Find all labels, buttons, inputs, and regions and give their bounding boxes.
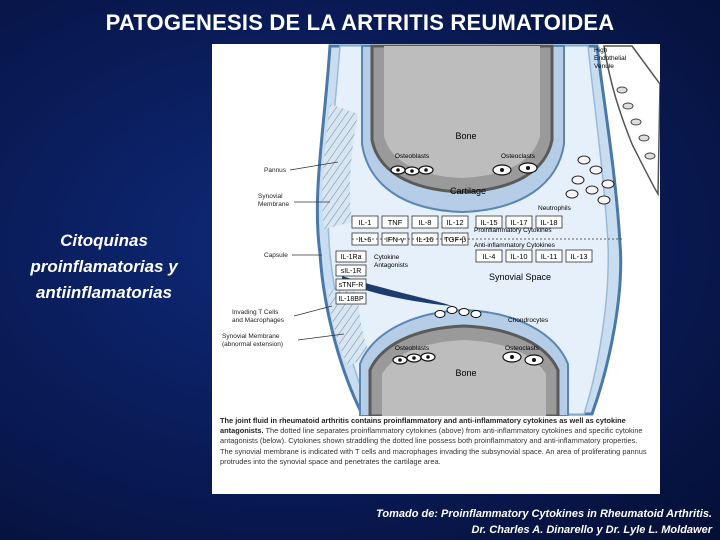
cytokine-label: IL-8	[419, 218, 432, 227]
chondrocytes-label: Chondrocytes	[508, 317, 549, 324]
cytokine-label: IL-11	[541, 252, 558, 261]
pannus-label: Pannus	[264, 167, 287, 174]
antagonist-label: sIL-1R	[341, 268, 362, 275]
side-caption: Citoquinas proinflamatorias y antiinflam…	[4, 228, 204, 306]
antiinflammatory-row: IL-4 IL-10 IL-11 IL-13	[475, 249, 593, 263]
vessel-label: High Endothelial Venule	[594, 47, 628, 70]
source-credit: Tomado de: Proinflammatory Cytokines in …	[272, 506, 712, 538]
chondrocytes-cells	[434, 306, 482, 318]
synovial-membrane-abnormal-label: Synovial Membrane (abnormal extension)	[222, 333, 283, 348]
antagonists-column: IL-1Ra sIL-1R sTNF-R IL-18BP	[335, 250, 367, 305]
cytokine-label: TGF-β	[444, 235, 466, 244]
joint-diagram: IL-1 TNF IL-8 IL-12 IL-15 IL-17 IL-18 IL…	[222, 44, 660, 416]
cytokine-label: TNF	[388, 218, 403, 227]
neutrophils-label: Neutrophils	[538, 205, 572, 212]
cartilage-label: Cartilage	[450, 186, 486, 196]
bone-bottom-label: Bone	[455, 368, 476, 378]
cytokine-label: IL-15	[480, 218, 497, 227]
cytokine-label: IL-13	[570, 252, 587, 261]
side-caption-line: antiinflamatorias	[35, 283, 173, 302]
neutrophil-cells	[565, 155, 615, 205]
figure-caption: The joint fluid in rheumatoid arthritis …	[220, 416, 652, 467]
osteoclasts-bottom-label: Osteoclasts	[505, 345, 540, 352]
antagonist-label: IL-18BP	[338, 296, 364, 303]
bone-top-label: Bone	[455, 131, 476, 141]
slide-title: PATOGENESIS DE LA ARTRITIS REUMATOIDEA	[105, 10, 615, 35]
proinflammatory-row: IL-1 TNF IL-8 IL-12 IL-15 IL-17 IL-18	[351, 215, 563, 229]
venule-cells	[616, 86, 656, 160]
pannus-band	[342, 276, 452, 306]
osteoblasts-top-label: Osteoblasts	[395, 153, 430, 160]
credit-line: Dr. Charles A. Dinarello y Dr. Lyle L. M…	[471, 524, 712, 536]
cytokine-label: IL-4	[483, 252, 496, 261]
joint-figure: IL-1 TNF IL-8 IL-12 IL-15 IL-17 IL-18 IL…	[212, 44, 660, 494]
cytokine-label: IL-6	[359, 235, 372, 244]
antiinflammatory-label: Anti-inflammatory Cytokines	[474, 242, 556, 249]
synovial-tissue-left	[322, 104, 358, 229]
proinflammatory-label: Proinflammatory Cytokines	[474, 227, 552, 234]
cytokine-label: IFN-γ	[386, 235, 405, 244]
pannus-leader	[289, 161, 339, 171]
side-caption-line: proinflamatorias y	[30, 257, 178, 276]
antagonist-label: IL-1Ra	[340, 254, 361, 261]
cytokine-label: IL-1	[359, 218, 372, 227]
cytokine-label: IL-18	[540, 218, 557, 227]
figure-caption-bold: The joint fluid in rheumatoid arthritis …	[220, 416, 626, 436]
figure-caption-body: The dotted line separates proinflammator…	[220, 426, 647, 466]
invading-cells-label: Invading T Cells and Macrophages	[232, 309, 285, 324]
cytokine-label: IL-12	[446, 218, 463, 227]
synovial-space-label: Synovial Space	[489, 272, 551, 282]
middle-row: IL-6 IFN-γ IL-16 TGF-β	[351, 232, 469, 246]
synovial-membrane-abnormal-leader	[297, 333, 345, 341]
osteoblasts-bottom-label: Osteoblasts	[395, 345, 430, 352]
invading-cells-leader	[293, 305, 333, 317]
credit-line: Tomado de: Proinflammatory Cytokines in …	[376, 508, 712, 520]
synovial-membrane-label: Synovial Membrane	[258, 193, 289, 208]
cytokine-label: IL-16	[416, 235, 433, 244]
capsule-label: Capsule	[264, 252, 288, 259]
antagonist-label: sTNF-R	[339, 282, 364, 289]
cytokine-antagonists-label: Cytokine Antagonists	[374, 254, 409, 269]
osteoclasts-top-label: Osteoclasts	[501, 153, 536, 160]
cytokine-label: IL-10	[510, 252, 527, 261]
side-caption-line: Citoquinas	[60, 231, 148, 250]
synovial-tissue-left-lower	[328, 289, 370, 366]
cytokine-table: IL-1 TNF IL-8 IL-12 IL-15 IL-17 IL-18 IL…	[335, 215, 624, 305]
cytokine-label: IL-17	[510, 218, 527, 227]
